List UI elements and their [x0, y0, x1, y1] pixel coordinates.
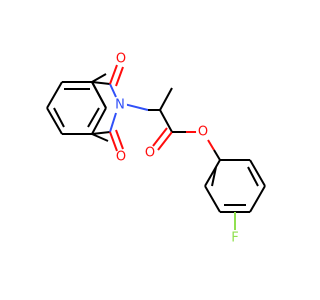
- structure-canvas: O O N O O F: [46, 51, 266, 246]
- bond: [91, 73, 107, 83]
- bond: [46, 107, 63, 135]
- n-to-alpha-bond: [123, 103, 149, 111]
- atom-n: N: [113, 98, 127, 113]
- bond: [91, 131, 111, 135]
- carbonyl-bond: [109, 131, 118, 152]
- molecule-diagram: O O N O O F: [46, 52, 266, 246]
- bond: [204, 185, 221, 213]
- carbonyl-bond: [109, 64, 118, 85]
- atom-o-bottom: O: [114, 150, 128, 165]
- atom-label-o-carbonyl: O: [145, 146, 155, 161]
- o-aryl-bond: [213, 149, 221, 161]
- carbonyl-bond: [115, 129, 124, 150]
- atom-o-carbonyl: O: [143, 146, 157, 161]
- bottom-carbonyl: [109, 129, 124, 152]
- bond: [46, 81, 63, 109]
- double-bond-inner: [211, 166, 217, 187]
- ester-carbonyl: [152, 127, 173, 151]
- atom-o-top: O: [114, 52, 128, 67]
- ester-carbonyl-bond: [152, 127, 168, 147]
- bond: [249, 159, 266, 187]
- atom-label-f: F: [231, 231, 238, 246]
- o-aryl-bond: [207, 139, 215, 151]
- bond-to-nitrogen: [109, 83, 117, 98]
- alpha-to-carbonyl-bond: [159, 109, 173, 133]
- atom-label-o-top: O: [116, 52, 126, 67]
- double-bond-inner: [53, 107, 65, 128]
- double-bond-inner: [87, 107, 100, 128]
- atom-label-o-bottom: O: [116, 150, 126, 165]
- methyl-bond: [159, 87, 173, 111]
- bond: [204, 159, 221, 187]
- top-carbonyl: [109, 64, 124, 87]
- ester-carbonyl-bond: [157, 131, 173, 151]
- bond: [91, 81, 111, 85]
- double-bond-inner: [247, 166, 259, 187]
- imide-ring: [91, 73, 117, 142]
- bond: [91, 81, 107, 109]
- carbonyl-bond: [115, 66, 124, 87]
- atom-label-n: N: [115, 98, 125, 113]
- bond: [91, 133, 109, 142]
- atom-f: F: [228, 231, 242, 246]
- atom-o-ester: O: [196, 125, 210, 140]
- fluorophenyl-ring: [204, 159, 266, 213]
- bond: [91, 107, 107, 135]
- bond: [249, 185, 266, 213]
- atom-label-o-ester: O: [198, 125, 208, 140]
- bond-to-nitrogen: [109, 112, 117, 133]
